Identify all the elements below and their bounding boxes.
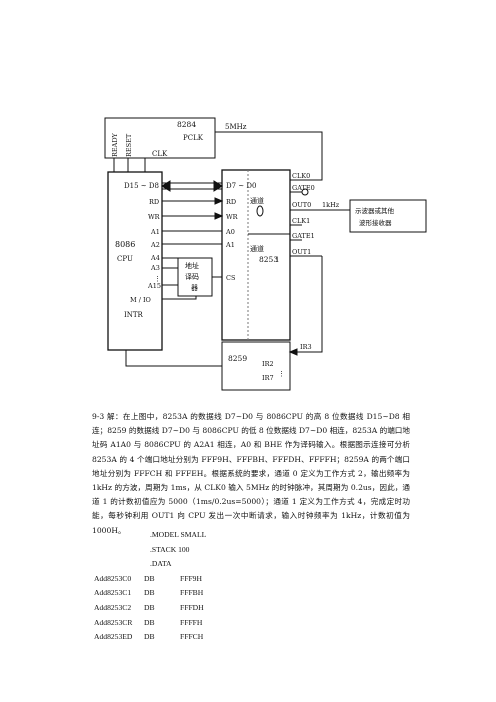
cpu-a4-label: A4 (150, 254, 160, 262)
pit-name: 8253 (259, 255, 278, 264)
code-op: DB (144, 588, 155, 598)
circuit-diagram: 8284 PCLK CLK READY RESET 5MHz D15 ~ D8 … (104, 117, 427, 391)
pit-a0-label: A0 (225, 228, 235, 236)
pit-a1-label: A1 (225, 241, 235, 249)
cpu-dots: ⋮ (154, 275, 161, 283)
code-op: DB (144, 632, 155, 642)
code-label: Add8253C1 (94, 588, 132, 598)
pit-cs-label: CS (226, 274, 235, 282)
cpu-intr-label: INTR (124, 311, 144, 319)
code-line: Add8253C1 DB FFFBH (94, 588, 294, 603)
code-label: Add8253C0 (94, 573, 132, 583)
cpu-a1-label: A1 (150, 228, 160, 236)
chip-8284-box (104, 117, 216, 159)
pit-box (221, 169, 291, 341)
code-line: Add8253C0 DB FFF9H (94, 574, 294, 589)
pic-dots: ⋮ (278, 370, 285, 378)
clock-freq-label: 5MHz (225, 123, 247, 131)
scope-line1: 示波器或其他 (355, 206, 395, 215)
ch1-num: 1 (275, 256, 279, 264)
ir2-label: IR2 (262, 360, 274, 368)
ch1-label: 通道 (250, 244, 264, 253)
data-directive: .DATA (150, 559, 172, 569)
code-directive: .STACK 100 (94, 545, 294, 560)
code-op: DB (144, 573, 155, 583)
out0-freq: 1kHz (322, 201, 340, 209)
code-op: DB (144, 602, 155, 612)
code-directive: .DATA (94, 559, 294, 574)
out0-label: OUT0 (292, 201, 311, 209)
code-value: FFFFH (180, 617, 203, 627)
cpu-bus-label: D15 ~ D8 (124, 182, 159, 190)
cpu-rd-label: RD (149, 198, 159, 206)
code-op: DB (144, 617, 155, 627)
gate1-label: GATE1 (292, 232, 315, 240)
cpu-box (107, 171, 163, 351)
code-label: Add8253CR (94, 617, 133, 627)
pclk-label: PCLK (183, 134, 204, 142)
scope-line2: 波形接收器 (359, 218, 392, 227)
stack-directive: .STACK 100 (150, 544, 190, 554)
ir3-label: IR3 (300, 343, 312, 351)
code-line: Add8253ED DB FFFCH (94, 632, 294, 647)
clk0-label: CLK0 (292, 172, 310, 180)
ready-label: READY (111, 132, 119, 157)
clk-label: CLK (152, 150, 168, 158)
cpu-name: 8086 (115, 240, 135, 249)
code-label: Add8253C2 (94, 602, 132, 612)
decoder-line2: 译码 (185, 273, 199, 281)
model-directive: .MODEL SMALL (150, 530, 207, 539)
pit-bus-label: D7 ~ D0 (226, 182, 256, 190)
pic-name: 8259 (228, 354, 247, 363)
decoder-line3: 器 (191, 284, 198, 292)
chip-8284-label: 8284 (177, 120, 196, 129)
cpu-a3-label: A3 (150, 264, 160, 272)
cpu-mio-label: M / IO (130, 296, 151, 304)
reset-label: RESET (125, 133, 133, 157)
pit-wr-label: WR (226, 213, 239, 221)
pic-box (221, 341, 291, 391)
code-directive: .MODEL SMALL (94, 530, 294, 545)
asm-code-block: .MODEL SMALL .STACK 100 .DATA Add8253C0 … (94, 530, 294, 647)
scope-box (349, 199, 427, 233)
code-label: Add8253ED (94, 632, 133, 642)
ir7-label: IR7 (262, 374, 274, 382)
code-line: Add8253CR DB FFFFH (94, 618, 294, 633)
code-value: FFF9H (180, 573, 202, 583)
code-value: FFFBH (180, 588, 204, 598)
code-value: FFFCH (180, 632, 204, 642)
pit-rd-label: RD (226, 198, 236, 206)
ch0-label: 通道 (250, 196, 264, 205)
solution-paragraph: 9-3 解：在上图中，8253A 的数据线 D7~D0 与 8086CPU 的高… (92, 412, 410, 535)
clk1-label: CLK1 (292, 217, 310, 225)
cpu-wr-label: WR (148, 213, 161, 221)
out1-label: OUT1 (292, 248, 311, 256)
cpu-a15-label: A15 (147, 282, 161, 290)
cpu-a2-label: A2 (150, 241, 160, 249)
decoder-line1: 地址 (185, 261, 199, 270)
gate0-label: GATE0 (292, 184, 315, 192)
cpu-sub: CPU (117, 255, 133, 263)
code-line: Add8253C2 DB FFFDH (94, 603, 294, 618)
code-value: FFFDH (180, 602, 204, 612)
